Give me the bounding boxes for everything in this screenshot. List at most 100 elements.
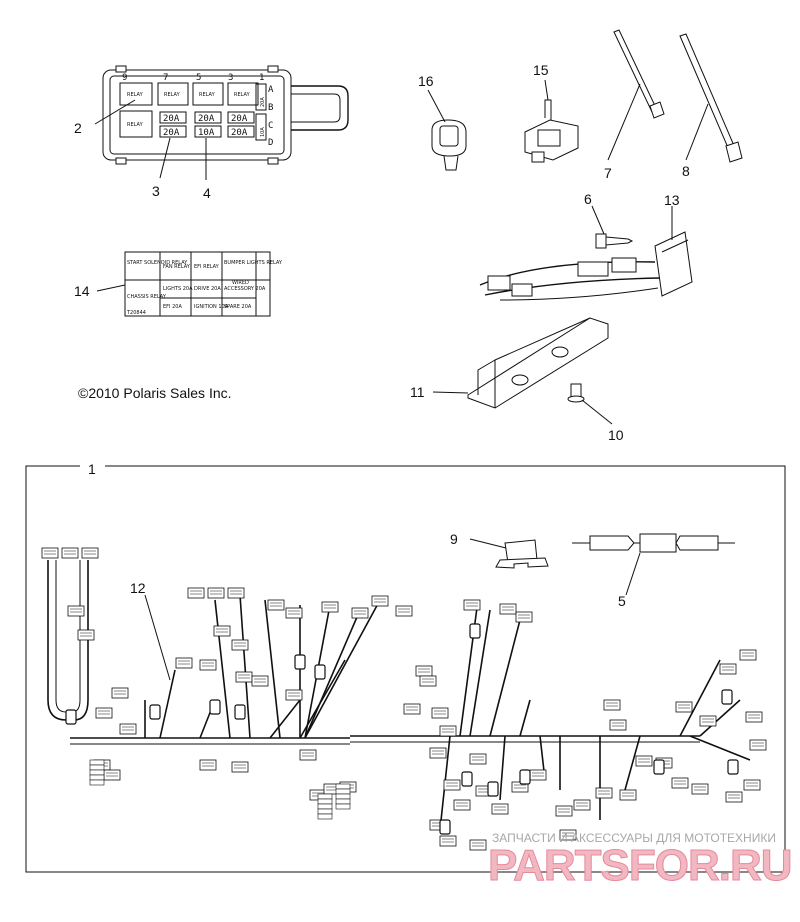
harness-tag-lines-10 [270,602,282,607]
mounting-bracket [432,317,609,409]
decal-efi-relay: EFI RELAY [194,264,220,270]
fuse-col-3: 3 [228,73,233,83]
fuse-row-a: A [268,85,274,95]
harness-tag-38 [431,707,449,719]
harness-tag-lines-53 [638,758,650,763]
harness-tag-33 [499,603,517,615]
harness-tag-32 [463,599,481,611]
connector-part [524,79,579,163]
harness-tag-20 [285,689,303,701]
harness-tag-0 [41,547,59,559]
harness-tag-lines-25 [106,772,118,777]
fuse-row-b: B [268,103,273,113]
harness-tag-10 [267,599,285,611]
main-harness-frame [25,465,786,873]
relay-label-1: RELAY [127,92,144,98]
harness-tag-60 [739,649,757,661]
decal-part-no: T20844 [126,310,146,316]
harness-rbranch-3 [519,699,531,737]
harness-tag-lines-66 [694,786,706,791]
harness-tag-lines-38 [434,710,446,715]
callout-10: 10 [608,427,624,443]
fuse-side-2: 10A [260,127,266,137]
harness-tag-43 [453,799,471,811]
harness-tag-lines-23 [122,726,134,731]
harness-tag-lines-58 [702,718,714,723]
harness-tag-lines-59 [722,666,734,671]
callout-11: 11 [410,384,425,400]
harness-tag-lines-16 [178,660,190,665]
harness-plug-13 [469,623,481,639]
harness-tag-4 [77,629,95,641]
harness-stack-1-3 [335,798,351,805]
harness-tag-1 [61,547,79,559]
harness-tag-lines-35 [418,668,430,673]
harness-tag-12 [321,601,339,613]
harness-tag-34 [515,611,533,623]
fuse-rating-1: 20A [163,114,180,124]
harness-tag-lines-12 [324,604,336,609]
decal-start-solenoid: START SOLENOID RELAY [127,260,188,266]
harness-tag-lines-43 [456,802,468,807]
harness-tag-lines-19 [254,678,266,683]
harness-stack-0-3 [317,808,333,815]
harness-tag-9 [231,639,249,651]
harness-tag-lines-55 [606,702,618,707]
harness-tag-14 [371,595,389,607]
callout-1: 1 [88,461,96,477]
harness-tag-23 [119,723,137,735]
harness-plug-7 [487,781,499,797]
callout-7: 7 [604,165,612,181]
harness-tag-lines-7 [230,590,242,595]
harness-tag-42 [443,779,461,791]
harness-tag-5 [187,587,205,599]
harness-tag-lines-11 [288,610,300,615]
relay-harness [479,206,693,301]
fuse-rating-4: 20A [163,128,180,138]
harness-plug-0 [65,709,77,725]
callout-4: 4 [203,185,211,201]
harness-tag-lines-50 [562,832,574,837]
harness-tag-8 [213,625,231,637]
decal-lights: LIGHTS 20A [163,286,193,292]
decal-fan-relay: FAN RELAY [163,264,191,270]
harness-tag-45 [491,803,509,815]
harness-stack-0-1 [317,798,333,805]
decal-bumper-lights: BUMPER LIGHTS RELAY [224,260,283,266]
fuse-side-1: 20A [260,97,266,107]
harness-tag-17 [199,659,217,671]
harness-stack-2-1 [89,764,105,771]
harness-tag-lines-13 [354,610,366,615]
harness-tag-lines-46 [514,784,526,789]
fuse-col-5: 5 [196,73,201,83]
harness-plug-6 [461,771,473,787]
harness-plug-5 [314,664,326,680]
harness-stack-2-3 [89,774,105,781]
harness-plug-11 [727,759,739,775]
harness-stack-0-4 [317,813,333,820]
harness-tag-lines-41 [432,750,444,755]
harness-tag-22 [95,707,113,719]
decal-drive: DRIVE 20A [194,286,221,292]
harness-rbranch-7 [679,659,721,737]
harness-stack-0-0 [317,793,333,800]
harness-tag-lines-39 [442,728,454,733]
harness-plug-1 [149,704,161,720]
harness-branch-9 [159,669,176,739]
harness-tag-50 [559,829,577,841]
fuse-decal: START SOLENOID RELAY FAN RELAY EFI RELAY… [96,251,283,317]
harness-stack-2-0 [89,759,105,766]
decal-chassis-relay: CHASSIS RELAY [127,294,167,300]
harness-tag-lines-28 [302,752,314,757]
harness-plug-8 [519,769,531,785]
harness-branch-5 [304,609,361,739]
harness-tag-59 [719,663,737,675]
harness-plug-2 [209,699,221,715]
fuse-rating-2: 20A [198,114,215,124]
harness-stack-2-4 [89,779,105,786]
push-pin [567,383,613,425]
harness-stack-1-0 [335,783,351,790]
harness-plug-9 [439,819,451,835]
harness-tag-66 [691,783,709,795]
harness-rbranch-11 [499,735,506,801]
